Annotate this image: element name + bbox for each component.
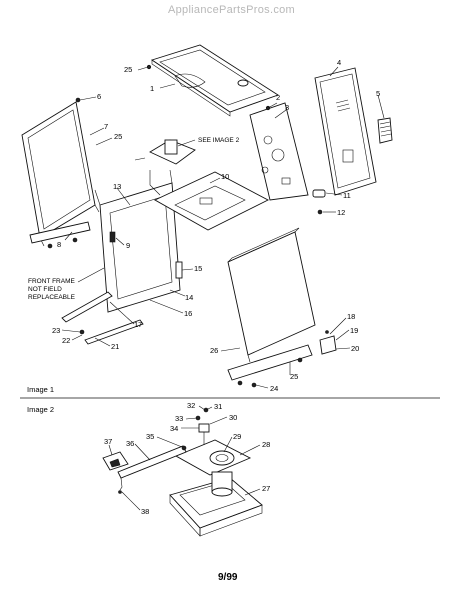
- front-frame-note: FRONT FRAME NOT FIELD REPLACEABLE: [28, 267, 105, 301]
- burner-tube: [117, 445, 187, 491]
- callout-30: 30: [229, 413, 237, 422]
- front-frame: [94, 169, 181, 313]
- vent-grille: [377, 117, 393, 144]
- screw-38: [118, 490, 122, 494]
- clip-15: [175, 261, 183, 279]
- rear-panel: [249, 102, 309, 201]
- back-panel: [314, 67, 377, 196]
- burner-body: [174, 407, 252, 497]
- callout-33: 33: [175, 414, 183, 423]
- callout-20: 20: [351, 344, 359, 353]
- callout-14: 14: [185, 293, 193, 302]
- rod-21: [79, 319, 144, 345]
- callout-25-left: 25: [114, 132, 122, 141]
- bracket-11: [312, 189, 326, 198]
- callout-38: 38: [141, 507, 149, 516]
- callout-25-top: 25: [124, 65, 132, 74]
- callout-29: 29: [233, 432, 241, 441]
- left-side-panel: [21, 101, 100, 247]
- callout-7: 7: [104, 122, 108, 131]
- callout-35: 35: [146, 432, 154, 441]
- screw-24: [251, 382, 257, 388]
- callout-6: 6: [97, 92, 101, 101]
- leader-lines-image2: [108, 405, 261, 511]
- burner-base-plate: [169, 477, 263, 537]
- watermark: AppliancePartsPros.com: [167, 4, 296, 16]
- top-panel: [150, 44, 280, 117]
- image2-label: Image 2: [27, 405, 54, 414]
- callout-13: 13: [113, 182, 121, 191]
- right-side-panel: [227, 227, 316, 363]
- callout-9: 9: [126, 241, 130, 250]
- image1-label: Image 1: [27, 385, 54, 394]
- callout-28: 28: [262, 440, 270, 449]
- screw-12: [317, 209, 323, 215]
- burner-assembly: [134, 139, 196, 196]
- see-image-2-note: SEE IMAGE 2: [198, 137, 240, 144]
- bracket-19: [319, 330, 337, 355]
- callout-27: 27: [262, 484, 270, 493]
- callout-1: 1: [150, 84, 154, 93]
- callout-31: 31: [214, 402, 222, 411]
- callout-32: 32: [187, 401, 195, 410]
- oven-bottom: [154, 171, 269, 231]
- callout-23: 23: [52, 326, 60, 335]
- front-frame-note-line2: NOT FIELD: [28, 286, 62, 293]
- callout-34: 34: [170, 424, 178, 433]
- callout-36: 36: [126, 439, 134, 448]
- screw-6: [75, 97, 81, 103]
- callout-16: 16: [184, 309, 192, 318]
- callout-2: 2: [276, 93, 280, 102]
- callout-15: 15: [194, 264, 202, 273]
- callouts-image1: 1 2 3 4 5 6 7 8 9 10 11 12 13 14 15 16 1…: [52, 58, 380, 393]
- rod-17: [61, 291, 113, 323]
- callout-3: 3: [285, 103, 289, 112]
- callout-18: 18: [347, 312, 355, 321]
- orifice-37: [102, 451, 129, 471]
- leader-lines-image1: [61, 66, 385, 389]
- front-frame-note-line3: REPLACEABLE: [28, 294, 76, 301]
- callout-10: 10: [221, 172, 229, 181]
- callout-19: 19: [350, 326, 358, 335]
- callout-4: 4: [337, 58, 341, 67]
- callout-21: 21: [111, 342, 119, 351]
- callout-17: 17: [134, 320, 142, 329]
- callout-5: 5: [376, 89, 380, 98]
- callout-26: 26: [210, 346, 218, 355]
- diagram-date: 9/99: [218, 572, 238, 583]
- screw-35: [181, 445, 187, 451]
- callout-12: 12: [337, 208, 345, 217]
- base-rail-25: [227, 344, 313, 386]
- callout-37: 37: [104, 437, 112, 446]
- callout-8: 8: [57, 240, 61, 249]
- vent-slots: [335, 99, 351, 112]
- callout-22: 22: [62, 336, 70, 345]
- base-rail-8: [29, 221, 91, 249]
- callout-11: 11: [343, 191, 351, 200]
- callout-24: 24: [270, 384, 278, 393]
- front-frame-note-line1: FRONT FRAME: [28, 278, 75, 285]
- callouts-image2: 27 28 29 30 31 32 33 34 35 36 37 38: [104, 401, 270, 516]
- callout-25-bottom: 25: [290, 372, 298, 381]
